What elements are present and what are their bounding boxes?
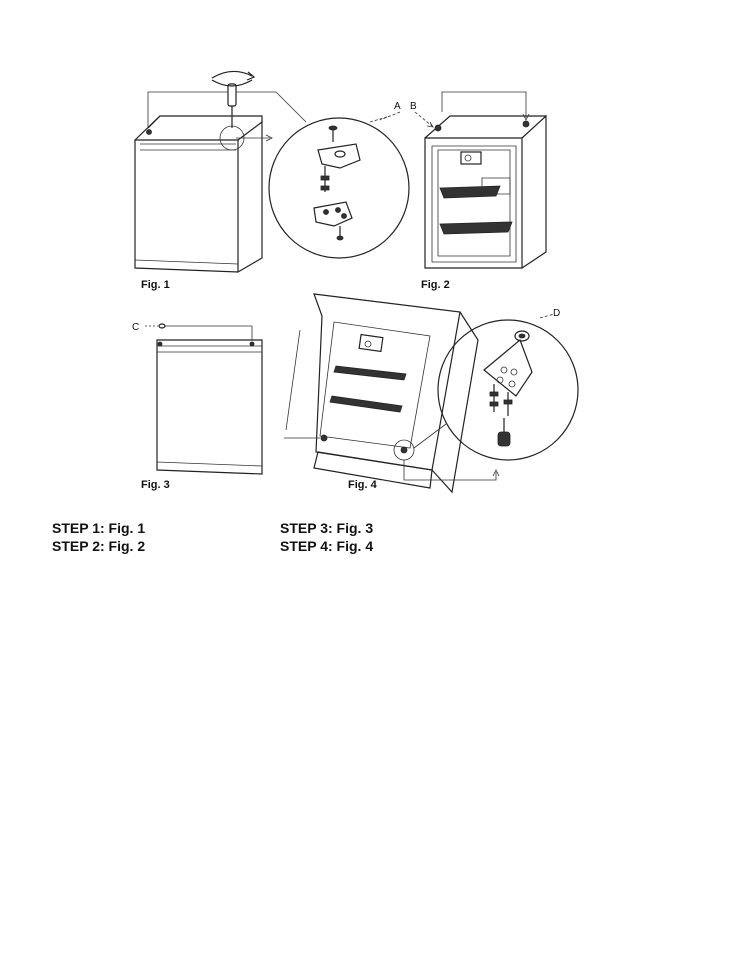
label-d: D: [553, 308, 560, 319]
label-b: B: [410, 101, 417, 112]
fig1-caption: Fig. 1: [141, 279, 170, 291]
fig1-hinge-detail: [268, 115, 410, 259]
step-1: STEP 1: Fig. 1: [52, 520, 146, 536]
fig1-fridge-drawing: [134, 70, 307, 273]
fig3-caption: Fig. 3: [141, 479, 170, 491]
fig4-caption: Fig. 4: [348, 479, 378, 491]
fig4-fridge-drawing: [284, 293, 500, 494]
fig3-door-drawing: [145, 323, 263, 475]
step-2: STEP 2: Fig. 2: [52, 538, 146, 554]
label-c: C: [132, 322, 139, 333]
fig2-fridge-drawing: [424, 91, 547, 269]
door-reversal-illustration: A B C: [132, 70, 579, 494]
step-4: STEP 4: Fig. 4: [280, 538, 374, 554]
fig4-hinge-detail: [437, 313, 579, 461]
step-3: STEP 3: Fig. 3: [280, 520, 374, 536]
label-a: A: [394, 101, 401, 112]
fig2-caption: Fig. 2: [421, 279, 450, 291]
